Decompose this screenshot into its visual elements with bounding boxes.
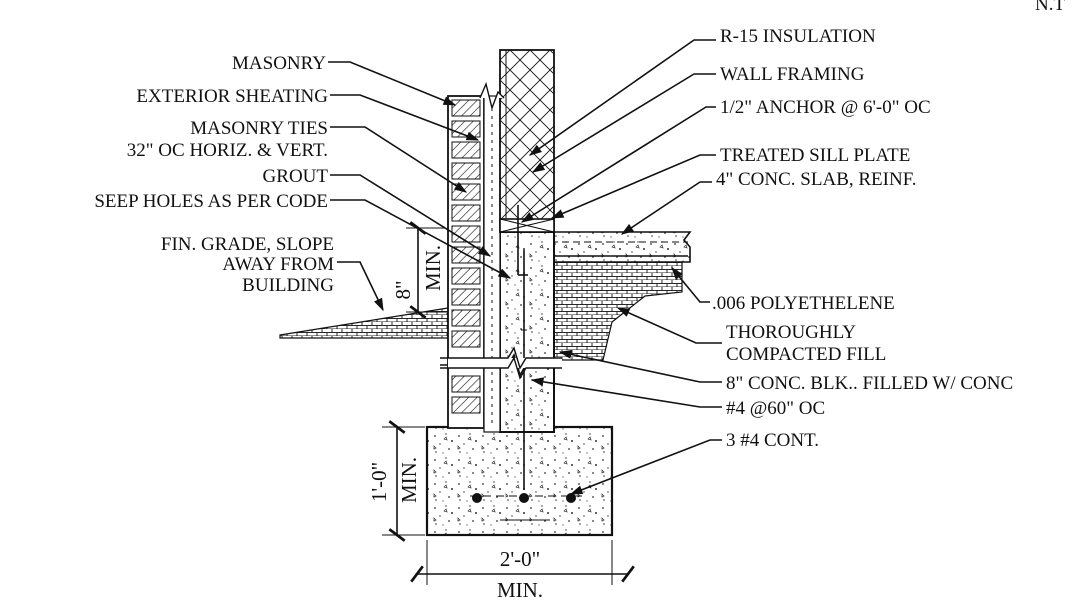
corner-mark: N.T <box>1035 0 1065 15</box>
label-grade-3: BUILDING <box>242 275 334 296</box>
leader-lines <box>328 39 722 495</box>
left-labels: MASONRY EXTERIOR SHEATING MASONRY TIES 3… <box>94 53 334 296</box>
label-rebar-cont: 3 #4 CONT. <box>726 430 819 451</box>
label-grade-1: FIN. GRADE, SLOPE <box>161 234 334 255</box>
dim-grade-height: 8" <box>391 280 415 299</box>
label-block: 8" CONC. BLK.. FILLED W/ CONC <box>726 373 1013 394</box>
wall-framing <box>499 49 555 233</box>
dim-footing-depth-note: MIN. <box>397 457 421 503</box>
label-masonry-ties: MASONRY TIES <box>190 118 328 139</box>
concrete-block-wall <box>499 231 555 433</box>
rebar-dot <box>519 493 529 503</box>
label-fill-2: COMPACTED FILL <box>726 344 886 365</box>
label-slab: 4" CONC. SLAB, REINF. <box>716 169 916 190</box>
dim-footing-width: 2'-0" <box>500 547 540 571</box>
rebar-dot <box>472 493 482 503</box>
dim-footing-depth: 1'-0" <box>367 462 391 502</box>
label-sill-plate: TREATED SILL PLATE <box>720 145 910 166</box>
label-rebar-vert: #4 @60" OC <box>726 398 825 419</box>
label-poly: .006 POLYETHELENE <box>712 293 895 314</box>
label-grade-2: AWAY FROM <box>222 254 334 275</box>
footing <box>425 425 614 537</box>
dimension-labels: 8" MIN. 1'-0" MIN. 2'-0" MIN. <box>367 245 543 602</box>
compacted-fill <box>552 261 683 361</box>
right-labels: R-15 INSULATION WALL FRAMING 1/2" ANCHOR… <box>712 26 1013 451</box>
label-exterior-sheathing: EXTERIOR SHEATING <box>136 86 328 107</box>
label-masonry: MASONRY <box>232 53 326 74</box>
label-wall-framing: WALL FRAMING <box>720 64 865 85</box>
label-fill-1: THOROUGHLY <box>726 322 856 343</box>
label-masonry-ties-spacing: 32" OC HORIZ. & VERT. <box>127 140 328 161</box>
label-insulation: R-15 INSULATION <box>720 26 876 47</box>
rebar-dot <box>566 493 576 503</box>
dim-grade-height-note: MIN. <box>421 245 445 291</box>
label-grout: GROUT <box>263 166 329 187</box>
label-anchor: 1/2" ANCHOR @ 6'-0" OC <box>720 97 931 118</box>
dim-footing-width-note: MIN. <box>497 578 543 602</box>
label-seep-holes: SEEP HOLES AS PER CODE <box>94 191 328 212</box>
